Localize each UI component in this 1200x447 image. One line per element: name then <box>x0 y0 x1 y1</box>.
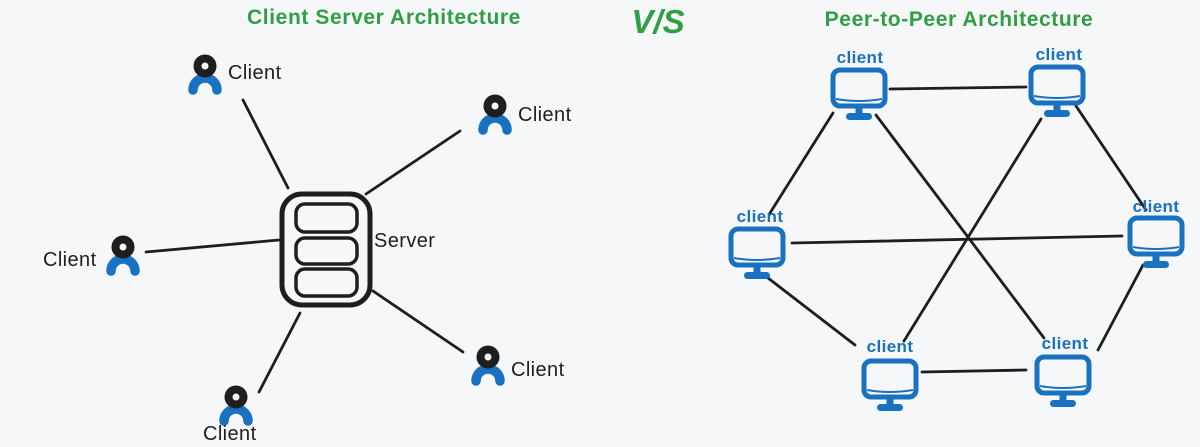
peer-computer-icon-right <box>1127 215 1185 268</box>
peer-label-top-left: client <box>836 48 884 67</box>
left-diagram-title: Client Server Architecture <box>247 6 521 29</box>
client-person-icon-bottom-right <box>471 345 505 386</box>
link-bl-br <box>920 368 1028 374</box>
client-label-top-right: Client <box>518 104 572 126</box>
client-label-bottom-right: Client <box>511 359 565 381</box>
peer-computer-icon-top-right <box>1028 64 1086 117</box>
link-tl-tr <box>888 85 1028 91</box>
link-server-bottomright-client <box>371 289 465 354</box>
peer-label-left: client <box>736 207 784 226</box>
link-l-r <box>790 234 1124 245</box>
client-server-links <box>144 98 465 394</box>
peer-computer-icon-left <box>728 226 786 279</box>
peer-label-bottom-left: client <box>866 337 914 356</box>
link-topleft-client-server <box>241 98 290 190</box>
client-person-icon-bottom <box>219 385 253 426</box>
link-tl-l <box>768 111 835 215</box>
versus-label: V/S <box>631 3 685 40</box>
link-r-br <box>1096 263 1145 352</box>
peer-computer-icon-bottom-left <box>861 358 919 411</box>
server-icon <box>279 191 373 308</box>
peer-label-top-right: client <box>1035 45 1083 64</box>
peer-label-bottom-right: client <box>1041 334 1089 353</box>
link-left-client-server <box>144 238 281 254</box>
client-person-icon-top-right <box>478 94 512 135</box>
link-server-bottom-client <box>257 311 302 394</box>
link-server-topright-client <box>364 129 462 196</box>
client-label-left: Client <box>43 249 97 271</box>
peer-computer-icon-bottom-right <box>1034 354 1092 407</box>
server-label: Server <box>374 230 436 252</box>
p2p-links <box>766 85 1148 374</box>
peer-computer-icon-top-left <box>830 67 888 120</box>
client-label-bottom: Client <box>203 423 257 445</box>
link-tr-bl <box>902 117 1043 343</box>
client-label-top-left: Client <box>228 62 282 84</box>
link-tl-br <box>874 113 1046 340</box>
client-person-icon-top-left <box>188 54 222 95</box>
client-person-icon-left <box>106 235 140 276</box>
link-l-bl <box>766 276 857 347</box>
peer-label-right: client <box>1132 197 1180 216</box>
right-diagram-title: Peer-to-Peer Architecture <box>824 8 1094 31</box>
link-tr-r <box>1074 104 1148 212</box>
